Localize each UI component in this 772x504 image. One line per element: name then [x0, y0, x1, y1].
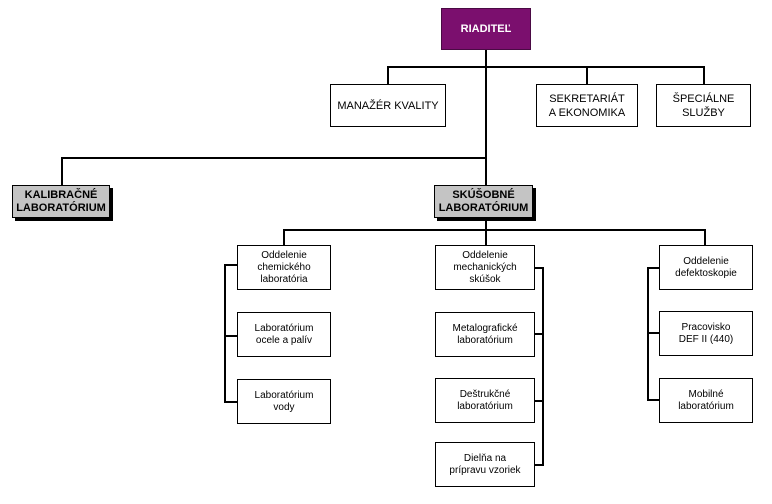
def-workplace-box: Pracovisko DEF II (440): [659, 311, 753, 356]
defectoscopy-department-box: Oddelenie defektoskopie: [659, 245, 753, 290]
sample-workshop-box: Dielňa na prípravu vzoriek: [435, 442, 535, 487]
metallography-lab-box: Metalografické laboratórium: [435, 312, 535, 357]
testing-lab-box: SKÚŠOBNÉ LABORATÓRIUM: [434, 185, 533, 218]
secretariat-box: SEKRETARIÁT A EKONOMIKA: [536, 84, 638, 127]
director-box: RIADITEĽ: [441, 8, 531, 50]
special-services-box: ŠPECIÁLNE SLUŽBY: [656, 84, 751, 127]
steel-fuel-lab-box: Laboratórium ocele a palív: [237, 312, 331, 357]
mobile-lab-box: Mobilné laboratórium: [659, 378, 753, 423]
destructive-lab-box: Deštrukčné laboratórium: [435, 378, 535, 423]
water-lab-box: Laboratórium vody: [237, 379, 331, 424]
quality-manager-box: MANAŽÉR KVALITY: [330, 84, 446, 127]
mechanical-department-box: Oddelenie mechanických skúšok: [435, 245, 535, 290]
chemical-department-box: Oddelenie chemického laboratória: [237, 245, 331, 290]
calibration-lab-box: KALIBRAČNÉ LABORATÓRIUM: [12, 185, 110, 218]
